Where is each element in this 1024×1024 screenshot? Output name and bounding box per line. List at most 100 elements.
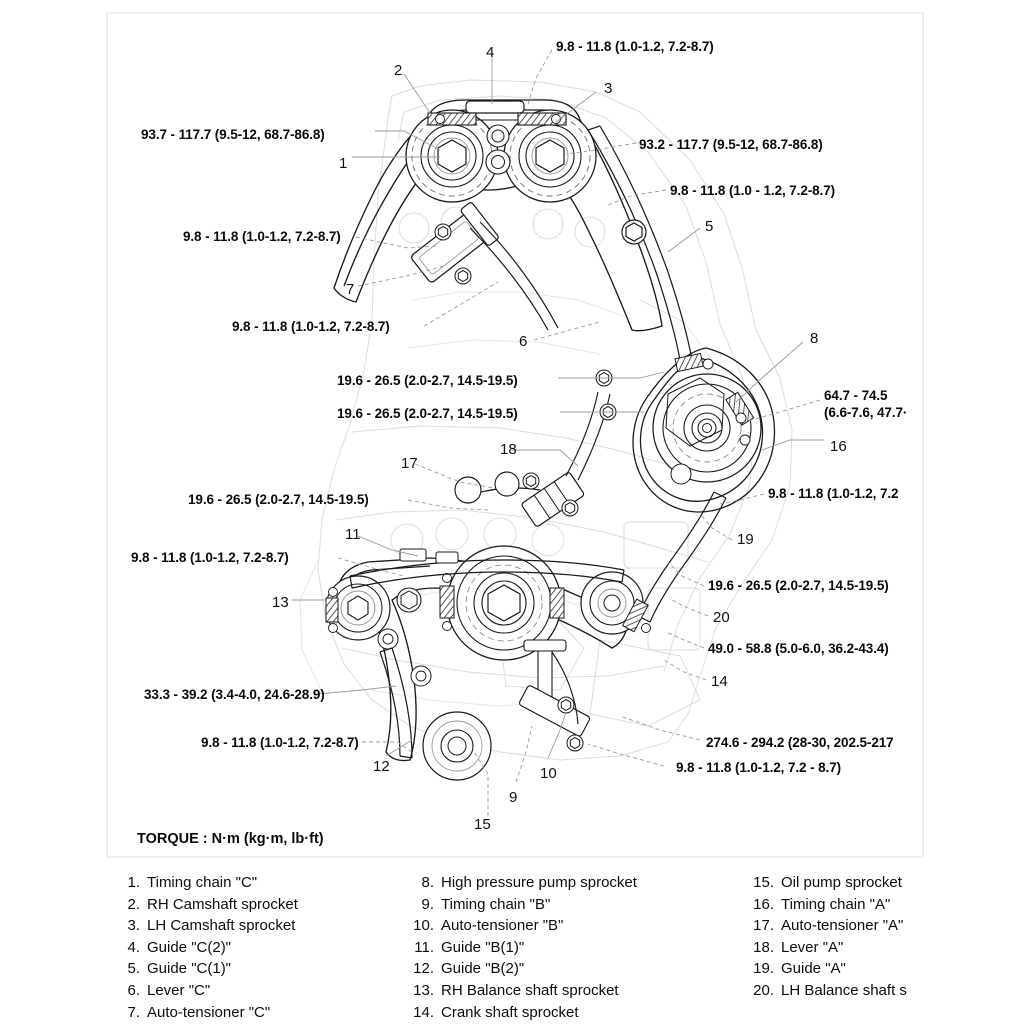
callout-6: 6 bbox=[519, 333, 528, 350]
legend-item: 11. Guide "B(1)" bbox=[408, 937, 637, 959]
legend-item: 3. LH Camshaft sprocket bbox=[114, 915, 298, 937]
legend-item-label: Auto-tensioner "B" bbox=[441, 917, 564, 935]
callout-12: 12 bbox=[373, 758, 390, 775]
legend-item-number: 11. bbox=[414, 938, 434, 956]
callout-2: 2 bbox=[394, 62, 403, 79]
callout-15: 15 bbox=[474, 816, 491, 833]
legend-item-number: 16. bbox=[753, 895, 774, 913]
callout-9: 9 bbox=[509, 789, 518, 806]
callout-17: 17 bbox=[401, 455, 418, 472]
callout-13: 13 bbox=[272, 594, 289, 611]
callout-14: 14 bbox=[711, 673, 728, 690]
legend-item-label: LH Camshaft sprocket bbox=[147, 917, 296, 935]
legend-item-number: 10. bbox=[413, 917, 434, 935]
callout-7: 7 bbox=[346, 281, 355, 298]
legend-item-label: LH Balance shaft s bbox=[781, 981, 907, 999]
tq-guide-b2-bolt: 9.8 - 11.8 (1.0-1.2, 7.2-8.7) bbox=[201, 735, 359, 750]
tq-rh-balance-shaft-bolt: 33.3 - 39.2 (3.4-4.0, 24.6-28.9) bbox=[144, 687, 325, 702]
legend-item-number: 19. bbox=[753, 960, 774, 978]
legend-item-number: 8. bbox=[421, 874, 434, 891]
legend-item-label: Timing chain "A" bbox=[781, 895, 891, 913]
legend-item-number: 7. bbox=[127, 1003, 140, 1021]
legend-item: 14. Crank shaft sprocket bbox=[408, 1002, 637, 1024]
legend-item-number: 12. bbox=[413, 960, 434, 978]
legend-item-label: Auto-tensioner "A" bbox=[781, 917, 904, 935]
legend-item: 7. Auto-tensioner "C" bbox=[114, 1002, 298, 1024]
legend-item: 15. Oil pump sprocket bbox=[748, 872, 907, 894]
callout-19: 19 bbox=[737, 531, 754, 548]
legend-item-number: 14. bbox=[413, 1003, 434, 1021]
legend-item-label: Auto-tensioner "C" bbox=[147, 1003, 271, 1021]
legend-item-label: Guide "B(1)" bbox=[441, 938, 525, 956]
tq-lever-a-bolt-1: 19.6 - 26.5 (2.0-2.7, 14.5-19.5) bbox=[337, 373, 518, 388]
legend-item-label: RH Balance shaft sprocket bbox=[441, 981, 619, 999]
legend-item-label: Crank shaft sprocket bbox=[441, 1003, 579, 1021]
legend-item: 19. Guide "A" bbox=[748, 958, 907, 980]
tq-auto-tensioner-b-bolt: 9.8 - 11.8 (1.0-1.2, 7.2 - 8.7) bbox=[676, 760, 841, 775]
tq-lh-balance-shaft-bolt: 19.6 - 26.5 (2.0-2.7, 14.5-19.5) bbox=[708, 578, 889, 593]
tq-hp-pump-sprocket-nut: 64.7 - 74.5(6.6-7.6, 47.7· bbox=[824, 388, 908, 420]
legend-item-number: 17. bbox=[753, 917, 774, 935]
legend-item-label: Lever "A" bbox=[781, 938, 844, 956]
legend-item-label: Guide "A" bbox=[781, 960, 846, 978]
torque-units-note: TORQUE : N·m (kg·m, lb·ft) bbox=[137, 831, 324, 847]
legend-item: 20. LH Balance shaft s bbox=[748, 980, 907, 1002]
tq-crank-sprocket-area-bolt: 49.0 - 58.8 (5.0-6.0, 36.2-43.4) bbox=[708, 641, 889, 656]
legend-item-number: 20. bbox=[753, 981, 774, 999]
callout-8: 8 bbox=[810, 330, 819, 347]
callout-11: 11 bbox=[345, 526, 361, 543]
callout-20: 20 bbox=[713, 609, 730, 626]
legend-item-number: 2. bbox=[127, 895, 140, 913]
legend-item-number: 1. bbox=[127, 874, 140, 891]
legend-item-number: 9. bbox=[421, 895, 434, 913]
tq-guide-c2-bolt-top: 9.8 - 11.8 (1.0-1.2, 7.2-8.7) bbox=[556, 39, 714, 54]
legend-item: 8. High pressure pump sprocket bbox=[408, 872, 637, 894]
legend-item-label: Guide "C(2)" bbox=[147, 938, 232, 956]
tq-guide-a-bolt-right: 9.8 - 11.8 (1.0-1.2, 7.2 bbox=[768, 486, 899, 501]
legend-item-number: 6. bbox=[127, 981, 140, 999]
legend-item: 18.Lever "A" bbox=[748, 937, 907, 959]
parts-legend: 1. Timing chain "C" 2.RH Camshaft sprocket… bbox=[106, 872, 1024, 1022]
tq-guide-c1-bolt: 9.8 - 11.8 (1.0 - 1.2, 7.2-8.7) bbox=[670, 183, 835, 198]
tq-auto-tensioner-a-bolt: 19.6 - 26.5 (2.0-2.7, 14.5-19.5) bbox=[188, 492, 369, 507]
callout-5: 5 bbox=[705, 218, 714, 235]
legend-item: 12. Guide "B(2)" bbox=[408, 958, 637, 980]
legend-column-1: 1. Timing chain "C" 2.RH Camshaft sprocket… bbox=[114, 872, 298, 1024]
tq-guide-b1-bolt: 9.8 - 11.8 (1.0-1.2, 7.2-8.7) bbox=[131, 550, 289, 565]
legend-item-label: Guide "C(1)" bbox=[147, 960, 232, 978]
legend-item: 2.RH Camshaft sprocket bbox=[114, 894, 297, 916]
legend-item: 1. Timing chain "C" bbox=[114, 872, 298, 894]
legend-item: 5. Guide "C(1)" bbox=[114, 958, 298, 980]
tq-rh-cam-sprocket-bolt: 93.7 - 117.7 (9.5-12, 68.7-86.8) bbox=[141, 127, 325, 142]
legend-item: 9. Timing chain "B" bbox=[408, 894, 637, 916]
tq-crank-pulley-bolt: 274.6 - 294.2 (28-30, 202.5-217 bbox=[706, 735, 894, 750]
tq-lever-a-bolt-2: 19.6 - 26.5 (2.0-2.7, 14.5-19.5) bbox=[337, 406, 518, 421]
legend-item-number: 13. bbox=[413, 981, 434, 999]
tq-lever-c-bolt: 9.8 - 11.8 (1.0-1.2, 7.2-8.7) bbox=[232, 319, 390, 334]
legend-item-label: High pressure pump sprocket bbox=[441, 874, 637, 891]
callout-18: 18 bbox=[500, 441, 517, 458]
legend-item-number: 15. bbox=[753, 874, 774, 891]
legend-item: 13. RH Balance shaft sprocket bbox=[408, 980, 637, 1002]
legend-item: 16. Timing chain "A" bbox=[748, 894, 907, 916]
legend-item-number: 3. bbox=[127, 917, 140, 935]
legend-item-label: Lever "C" bbox=[147, 981, 211, 999]
legend-item-number: 4. bbox=[127, 938, 140, 956]
callout-1: 1 bbox=[339, 155, 348, 172]
legend-item-label: Timing chain "B" bbox=[441, 895, 551, 913]
legend-item: 6. Lever "C" bbox=[114, 980, 298, 1002]
legend-item-label: Guide "B(2)" bbox=[441, 960, 525, 978]
legend-item-number: 5. bbox=[127, 960, 140, 978]
legend-item: 4. Guide "C(2)" bbox=[114, 937, 298, 959]
tq-auto-tensioner-c-bolt: 9.8 - 11.8 (1.0-1.2, 7.2-8.7) bbox=[183, 229, 341, 244]
legend-item: 17. Auto-tensioner "A" bbox=[748, 915, 907, 937]
legend-column-2: 8. High pressure pump sprocket 9. Timing ch… bbox=[408, 872, 637, 1023]
legend-item-label: Oil pump sprocket bbox=[781, 874, 902, 891]
diagram-frame bbox=[106, 12, 924, 858]
callout-10: 10 bbox=[540, 765, 557, 782]
legend-item: 10. Auto-tensioner "B" bbox=[408, 915, 637, 937]
callout-4: 4 bbox=[486, 44, 495, 61]
legend-item-label: Timing chain "C" bbox=[147, 874, 258, 891]
callout-3: 3 bbox=[604, 80, 613, 97]
